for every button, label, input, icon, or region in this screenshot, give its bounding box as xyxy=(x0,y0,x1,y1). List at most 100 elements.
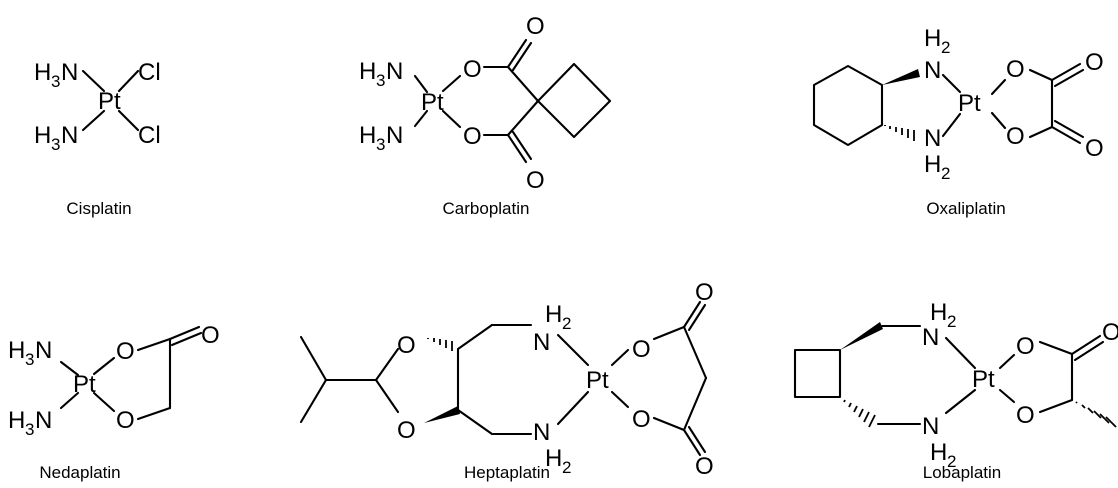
bond xyxy=(652,416,686,432)
atom-n: N xyxy=(533,329,550,356)
bond xyxy=(506,38,528,69)
bond xyxy=(374,378,400,414)
bond xyxy=(136,406,172,421)
atom-h: H xyxy=(34,59,51,86)
atom-h: H xyxy=(924,25,941,52)
atom-o: O xyxy=(116,338,135,365)
bond xyxy=(610,390,630,409)
bond xyxy=(556,333,590,367)
atom-h: H xyxy=(359,122,376,149)
bond xyxy=(456,408,494,436)
hashed-bond xyxy=(884,125,915,141)
caption-lobaplatin: Lobaplatin xyxy=(923,463,1001,482)
bond xyxy=(441,109,462,129)
atom-o: O xyxy=(397,332,416,359)
subscript: 2 xyxy=(941,164,950,183)
atom-h: H xyxy=(8,407,25,434)
atom-o: O xyxy=(1016,402,1035,429)
atom-o: O xyxy=(1016,333,1035,360)
atom-o: O xyxy=(1006,123,1025,150)
wedge-bond xyxy=(840,322,883,350)
atom-o: O xyxy=(1085,49,1104,76)
atom-h: H xyxy=(545,445,562,472)
bond xyxy=(59,360,80,377)
bond xyxy=(944,388,977,415)
bond xyxy=(441,74,462,93)
subscript: 2 xyxy=(947,312,956,331)
bond xyxy=(59,391,80,410)
bond xyxy=(511,130,533,161)
atom-n: N xyxy=(924,125,941,152)
subscript: 2 xyxy=(562,314,571,333)
bond xyxy=(1050,125,1082,145)
caption-nedaplatin: Nedaplatin xyxy=(39,463,120,482)
bond xyxy=(687,303,707,332)
bond xyxy=(941,73,962,94)
atom-pt: Pt xyxy=(98,88,121,115)
bond xyxy=(413,109,429,128)
bond xyxy=(170,331,203,347)
oxaliplatin-structure: H 2 N Pt O O O O N H 2 Oxaliplatin xyxy=(812,25,1104,218)
atom-pt: Pt xyxy=(73,371,96,398)
atom-pt: Pt xyxy=(586,367,609,394)
subscript: 3 xyxy=(376,71,385,90)
bond xyxy=(168,325,201,341)
atom-n: N xyxy=(61,59,78,86)
wedge-bond xyxy=(424,406,460,423)
cyclobutane-ring xyxy=(793,348,842,399)
bond xyxy=(1053,119,1085,139)
bond xyxy=(374,347,400,382)
atom-h: H xyxy=(924,151,941,178)
atom-n: N xyxy=(533,419,550,446)
atom-o: O xyxy=(1102,319,1118,346)
atom-o: O xyxy=(695,279,714,306)
heptaplatin-structure: O O H 2 N Pt O O O O N H 2 Heptaplatin xyxy=(299,279,714,482)
atom-o: O xyxy=(463,123,482,150)
bond xyxy=(1028,68,1054,82)
bond xyxy=(117,109,140,132)
bond xyxy=(682,376,708,432)
bond xyxy=(652,325,686,341)
bond xyxy=(682,325,708,380)
atom-n: N xyxy=(35,407,52,434)
bond xyxy=(610,348,630,367)
nedaplatin-structure: H 3 N Pt O O O H 3 N Nedaplatin xyxy=(8,322,220,482)
bond xyxy=(944,336,977,370)
cyclohexane-ring xyxy=(812,64,884,147)
bond xyxy=(117,69,140,93)
bond xyxy=(682,428,702,457)
cisplatin-structure: H 3 N Pt Cl H 3 N Cl Cisplatin xyxy=(34,59,161,218)
bond xyxy=(682,300,702,329)
bond xyxy=(1050,62,1082,82)
subscript: 3 xyxy=(51,72,60,91)
caption-cisplatin: Cisplatin xyxy=(66,199,131,218)
subscript: 3 xyxy=(376,135,385,154)
bond xyxy=(998,353,1016,370)
atom-o: O xyxy=(526,13,545,40)
atom-h: H xyxy=(8,337,25,364)
bond xyxy=(136,337,172,352)
atom-n: N xyxy=(35,337,52,364)
bond xyxy=(92,356,116,376)
bond xyxy=(556,390,590,426)
atom-n: N xyxy=(924,57,941,84)
bond xyxy=(687,425,707,454)
bond xyxy=(81,109,106,132)
bond xyxy=(456,323,494,351)
bond xyxy=(1028,125,1054,139)
bond xyxy=(1053,68,1085,88)
atom-pt: Pt xyxy=(972,366,995,393)
bond xyxy=(1038,398,1074,414)
hashed-bond xyxy=(1075,401,1117,428)
cyclobutane-ring xyxy=(536,62,612,139)
subscript: 3 xyxy=(25,420,34,439)
atom-n: N xyxy=(922,413,939,440)
atom-h: H xyxy=(930,439,947,466)
atom-h: H xyxy=(34,122,51,149)
atom-pt: Pt xyxy=(958,90,981,117)
subscript: 3 xyxy=(25,350,34,369)
atom-o: O xyxy=(632,406,651,433)
bond xyxy=(1070,334,1102,356)
bond xyxy=(941,112,962,138)
